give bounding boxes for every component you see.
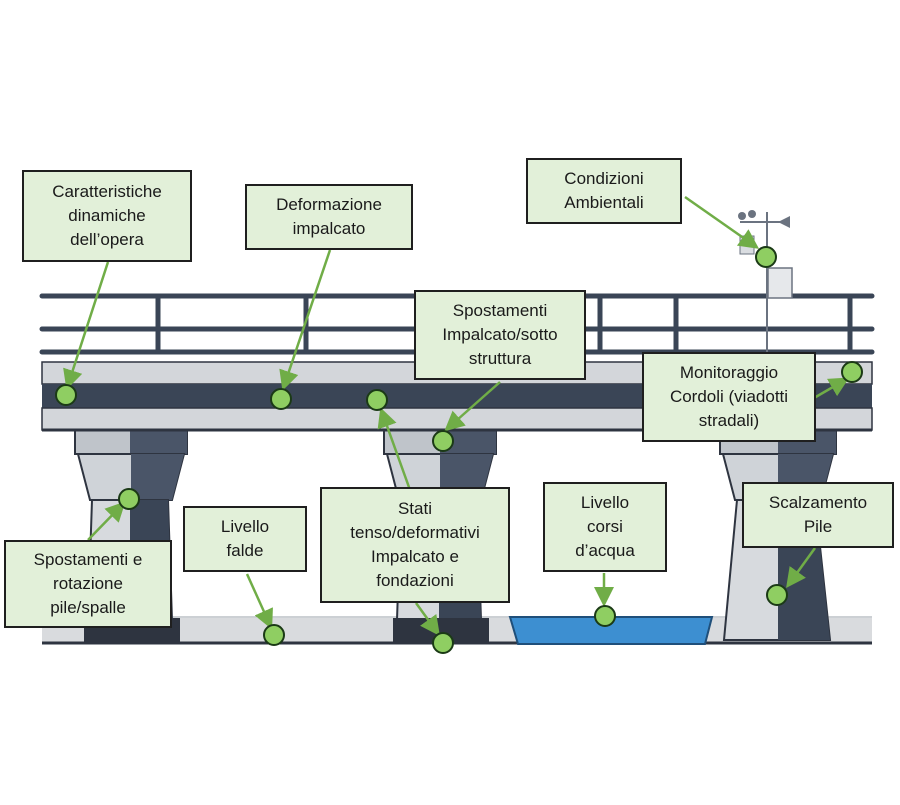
sensor-stress-deck — [366, 389, 388, 411]
label-groundwater-level: Livello falde — [183, 506, 307, 572]
sensor-stress-foundation — [432, 632, 454, 654]
sensor-curb — [841, 361, 863, 383]
sensor-dynamic — [55, 384, 77, 406]
water-channel — [508, 616, 714, 645]
sensor-watercourse — [594, 605, 616, 627]
label-deck-substructure-displacements: Spostamenti Impalcato/sotto struttura — [414, 290, 586, 380]
weather-station-icon — [738, 210, 793, 360]
label-stress-strain-states: Stati tenso/deformativi Impalcato e fond… — [320, 487, 510, 603]
sensor-pier-scour — [766, 584, 788, 606]
label-watercourse-level: Livello corsi d’acqua — [543, 482, 667, 572]
sensor-groundwater — [263, 624, 285, 646]
label-environmental-conditions: Condizioni Ambientali — [526, 158, 682, 224]
sensor-deck-deformation — [270, 388, 292, 410]
label-pier-abutment-displacement: Spostamenti e rotazione pile/spalle — [4, 540, 172, 628]
label-pier-scour: Scalzamento Pile — [742, 482, 894, 548]
sensor-deck-displacement — [432, 430, 454, 452]
sensor-pier-rotation — [118, 488, 140, 510]
connector-arrows — [63, 195, 850, 637]
label-curb-monitoring: Monitoraggio Cordoli (viadotti stradali) — [642, 352, 816, 442]
sensor-weather-station — [755, 246, 777, 268]
label-deck-deformation: Deformazione impalcato — [245, 184, 413, 250]
label-dynamic-characteristics: Caratteristiche dinamiche dell’opera — [22, 170, 192, 262]
